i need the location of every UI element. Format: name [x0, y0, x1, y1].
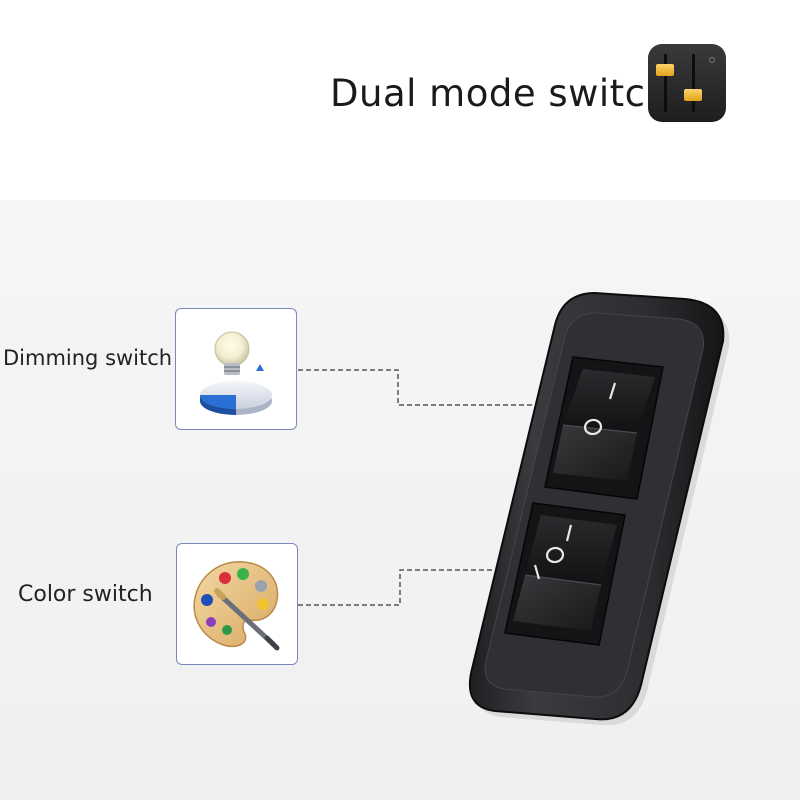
dimming-connector — [298, 369, 546, 406]
color-switch-label: Color switch — [18, 582, 153, 607]
dimming-switch-label: Dimming switch — [3, 346, 173, 370]
dimming-icon-box — [175, 308, 297, 430]
lightbulb-dimmer-icon — [200, 331, 272, 415]
color-icon-box — [176, 543, 298, 665]
paint-palette-icon — [193, 561, 280, 651]
equalizer-sliders-icon — [648, 44, 726, 122]
color-connector — [298, 569, 510, 606]
color-rocker — [513, 515, 617, 631]
dimming-rocker — [553, 369, 655, 481]
dual-rocker-switch — [468, 291, 730, 725]
page-title: Dual mode switch — [330, 72, 670, 115]
